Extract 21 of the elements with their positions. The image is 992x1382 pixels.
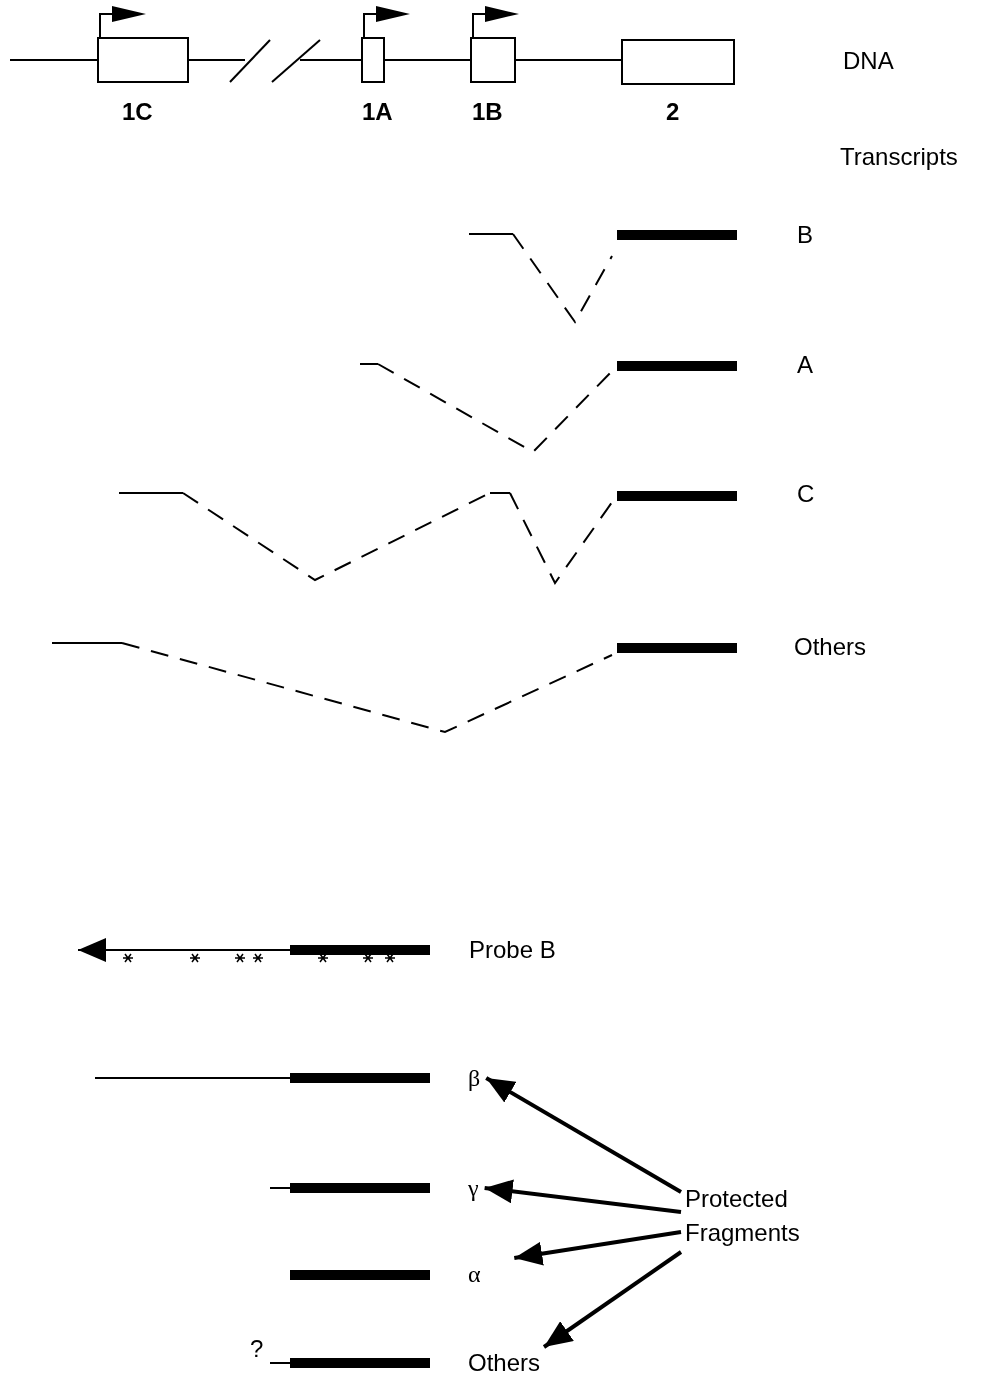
arrow	[484, 1179, 682, 1214]
transcript-label: B	[797, 221, 813, 249]
fragment-label: α	[468, 1260, 481, 1288]
gene-label: DNA	[843, 47, 894, 75]
transcript-label: C	[797, 480, 815, 508]
arrow	[513, 1230, 682, 1266]
exon-label: 1A	[362, 98, 393, 126]
section-label: Transcripts	[840, 143, 958, 171]
fragment-label: γ	[468, 1174, 479, 1202]
arrow	[542, 1250, 683, 1349]
question-mark: ?	[250, 1335, 264, 1363]
fragment-label: β	[468, 1064, 481, 1092]
transcript-label: Others	[794, 633, 867, 661]
exon-label: 1C	[122, 98, 153, 126]
fragment-label: Others	[468, 1349, 541, 1377]
exon-label: 2	[666, 98, 680, 126]
exon-label: 1B	[472, 98, 503, 126]
transcript-label: A	[797, 351, 813, 379]
probe-label: Probe B	[469, 936, 556, 964]
arrow	[485, 1076, 682, 1194]
callout-text: Protected Fragments	[685, 1182, 835, 1250]
